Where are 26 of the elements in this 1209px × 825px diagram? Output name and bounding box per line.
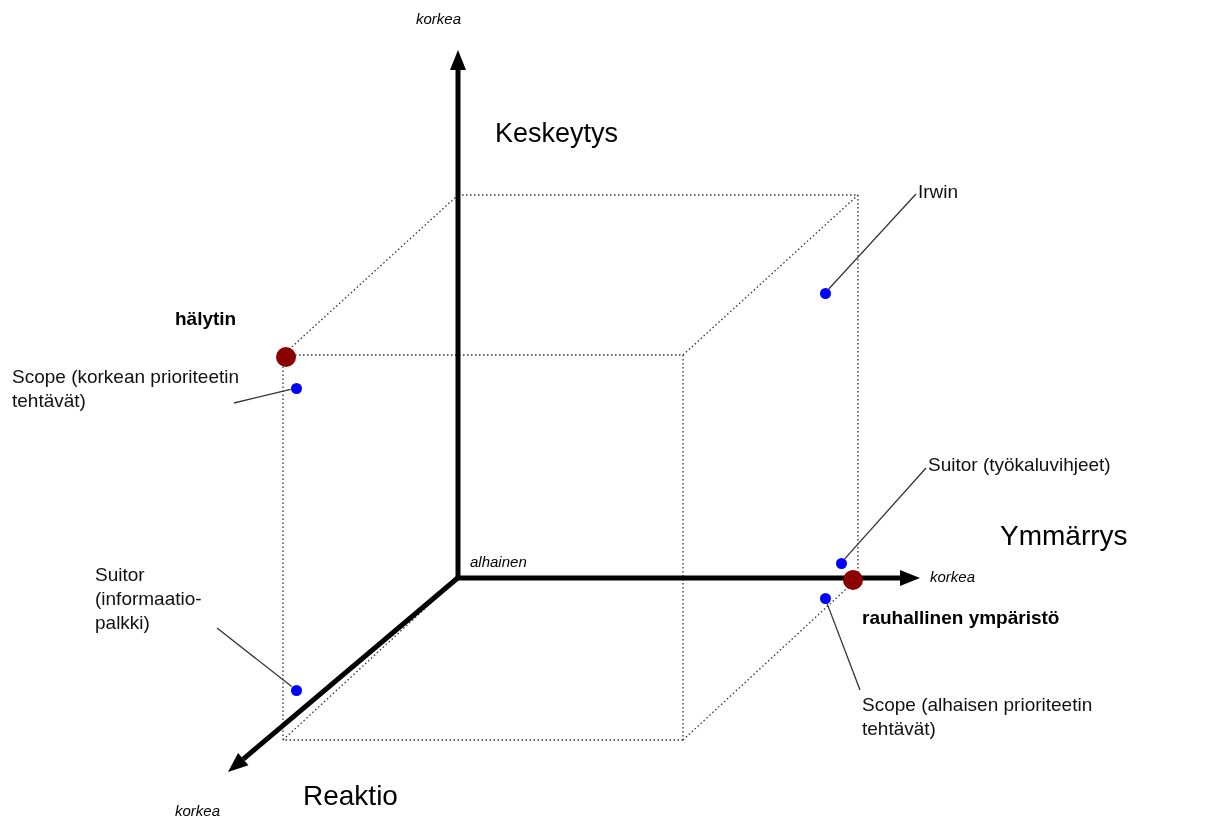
leader-line xyxy=(233,388,292,404)
axis-label: korkea xyxy=(175,801,221,821)
callout-label: Suitor (työkaluvihjeet) xyxy=(928,453,1168,477)
data-point xyxy=(843,570,863,590)
callout-label: Scope (korkean prioriteetin tehtävät) xyxy=(12,365,287,413)
data-point xyxy=(290,684,302,696)
point-label: rauhallinen ympäristö xyxy=(862,606,1061,630)
data-point xyxy=(835,557,847,569)
axis-label: alhainen xyxy=(470,552,527,572)
data-point xyxy=(819,592,831,604)
callout-label: Suitor (informaatio- palkki) xyxy=(95,563,220,635)
leader-line xyxy=(844,467,927,560)
callout-label: Scope (alhaisen prioriteetin tehtävät) xyxy=(862,693,1122,741)
axis-label: Keskeytys xyxy=(495,117,619,150)
axis-label: korkea xyxy=(930,567,976,587)
leader-line xyxy=(826,602,861,691)
point-label: hälytin xyxy=(175,307,238,331)
axis-label: Ymmärrys xyxy=(1000,519,1128,553)
callout-label: Irwin xyxy=(918,180,998,204)
axis-label: korkea xyxy=(416,9,462,29)
data-point xyxy=(290,382,302,394)
data-point xyxy=(819,287,831,299)
leader-line xyxy=(216,627,293,688)
data-point xyxy=(276,347,296,367)
axis-label: Reaktio xyxy=(303,779,398,813)
leader-line xyxy=(828,193,917,290)
